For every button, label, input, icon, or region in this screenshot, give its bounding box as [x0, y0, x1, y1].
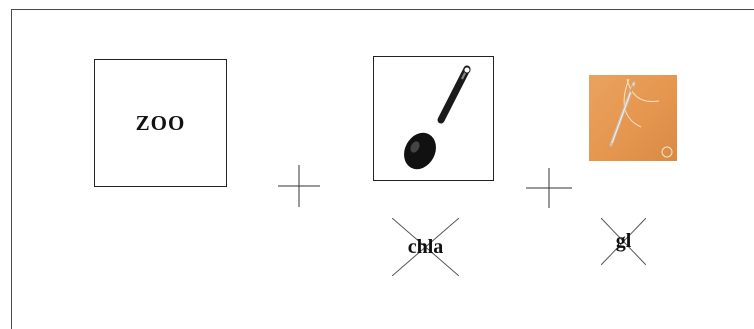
crossed-letters-text: chla — [408, 236, 444, 259]
plus-icon — [278, 165, 320, 207]
ladle-picture — [373, 56, 494, 181]
word-card: ZOO — [94, 59, 227, 187]
needle-picture — [589, 75, 677, 161]
needle-icon — [589, 75, 677, 161]
word-card-text: ZOO — [136, 111, 186, 136]
crossed-out-letters: chla — [392, 218, 459, 276]
crossed-out-letters: gl — [601, 218, 646, 265]
crossed-letters-text: gl — [616, 230, 632, 253]
ladle-icon — [374, 57, 493, 180]
plus-icon — [526, 168, 572, 208]
